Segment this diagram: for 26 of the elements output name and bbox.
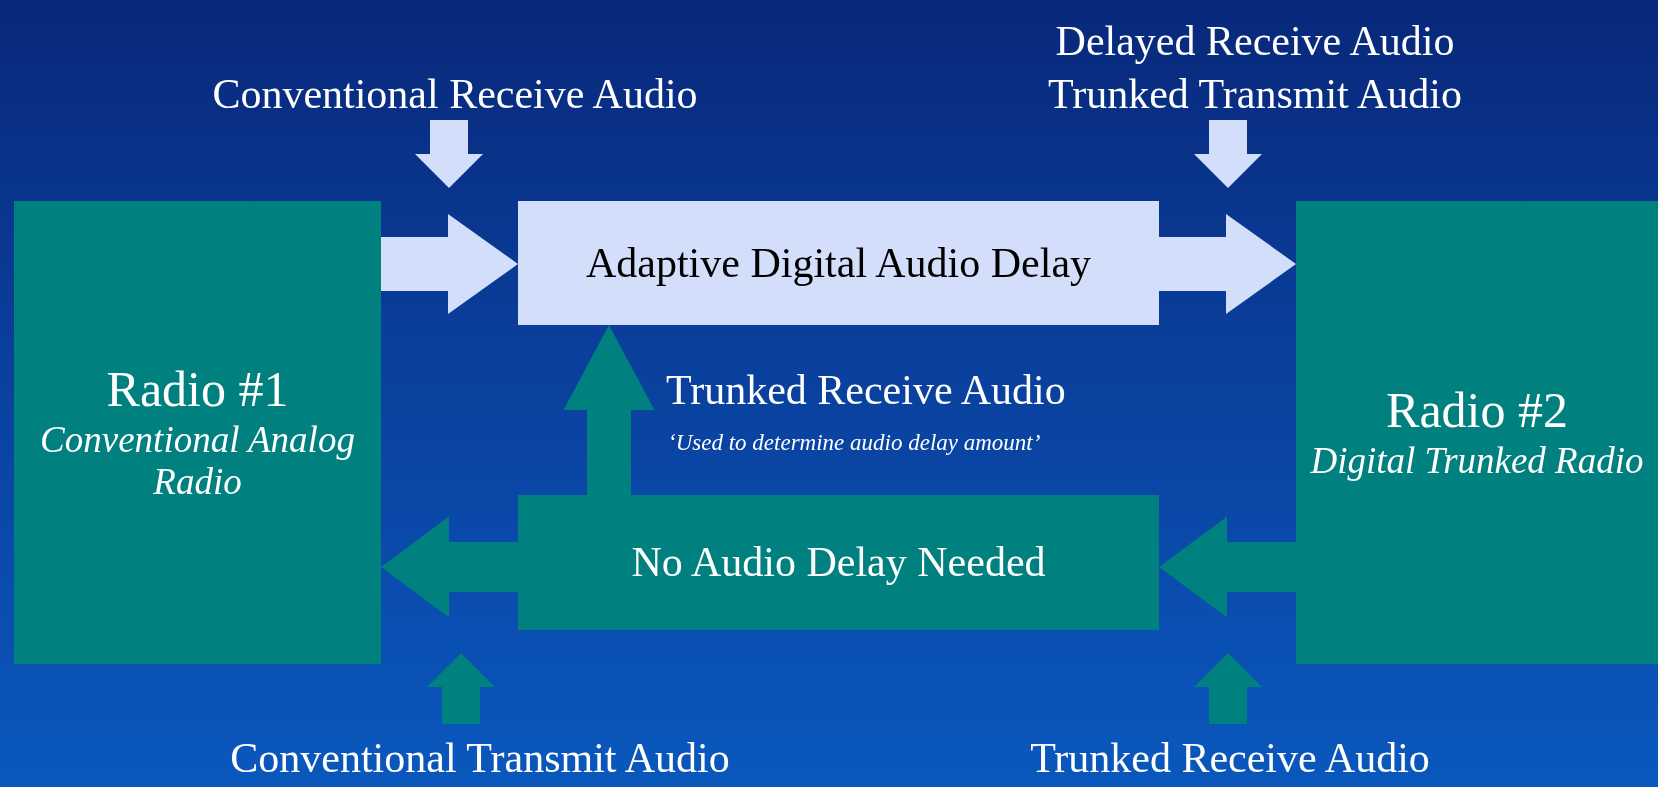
arrow-label: Trunked Receive Audio (666, 366, 1066, 414)
radio-box (14, 201, 381, 664)
block-arrow (1194, 120, 1262, 188)
note-text: ‘Used to determine audio delay amount’ (668, 430, 1041, 456)
box-title: Radio #2 (1386, 382, 1568, 440)
arrow-label: Conventional Receive Audio (212, 69, 698, 119)
radio-box (1296, 201, 1658, 664)
arrow-label: Conventional Transmit Audio (230, 733, 730, 783)
block-arrow (381, 516, 518, 618)
block-arrow (563, 325, 655, 495)
block-arrow (415, 120, 483, 188)
box-title: Radio #1 (106, 361, 289, 419)
block-arrow (427, 653, 495, 724)
box-title: Adaptive Digital Audio Delay (585, 238, 1092, 288)
process-box (518, 201, 1159, 325)
arrow-label: Trunked Receive Audio (1030, 733, 1430, 783)
process-box (518, 495, 1159, 630)
box-subtitle: Conventional Analog Radio (39, 418, 356, 504)
block-arrow (1159, 214, 1296, 314)
arrow-label: Trunked Transmit Audio (1048, 69, 1462, 119)
box-title: No Audio Delay Needed (631, 538, 1046, 587)
arrow-label: Delayed Receive Audio (1055, 17, 1455, 66)
box-subtitle: Digital Trunked Radio (1309, 439, 1645, 483)
block-arrow (1194, 653, 1262, 724)
block-arrow (1159, 516, 1296, 618)
block-arrow (381, 214, 518, 314)
